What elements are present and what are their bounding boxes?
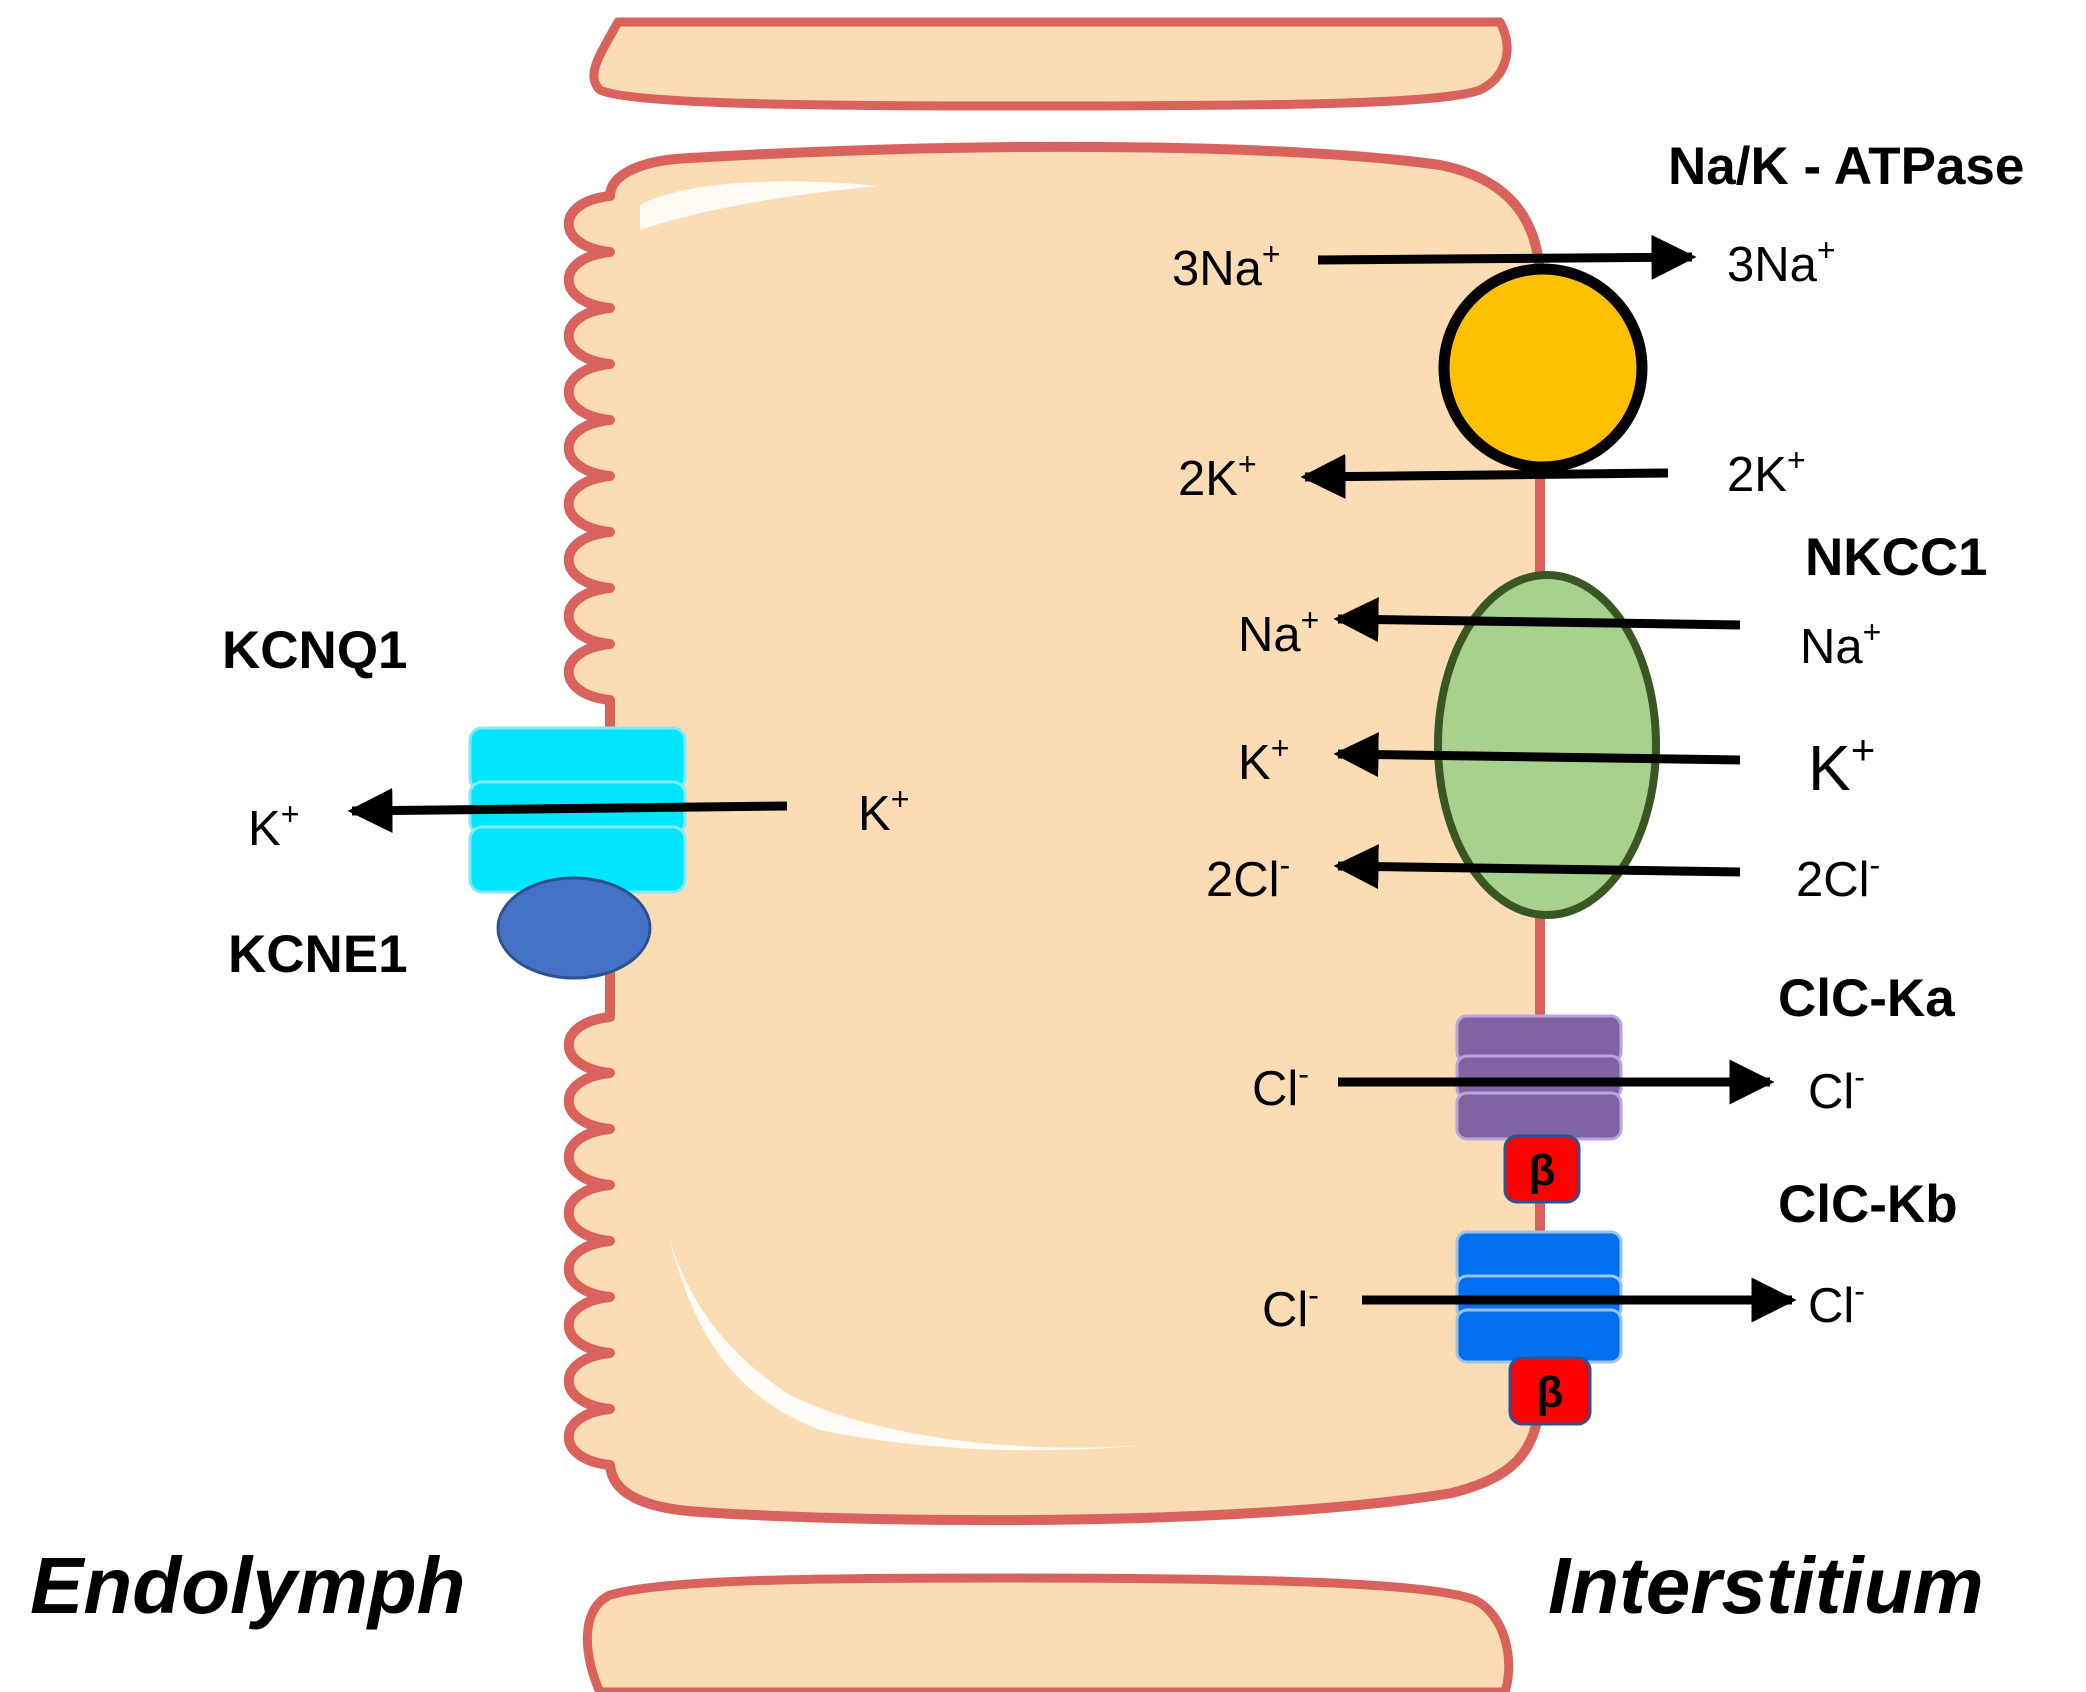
arrow-na-in bbox=[1333, 597, 1741, 643]
kcnq1-channel bbox=[468, 726, 687, 894]
ion-k-inside: K+ bbox=[1238, 730, 1289, 790]
kcne1-subunit bbox=[496, 876, 652, 980]
ion-na-outside: Na+ bbox=[1800, 614, 1881, 674]
ion-cl-inside-ka: Cl- bbox=[1252, 1056, 1309, 1116]
arrow-2k-in bbox=[1300, 454, 1669, 500]
nkcc1-cotransporter bbox=[1434, 571, 1660, 919]
clc-kb: β ClC-Kb Cl- Cl- bbox=[1262, 1175, 1958, 1426]
main-cell-body bbox=[563, 141, 1545, 1526]
ion-3na-outside: 3Na+ bbox=[1727, 232, 1836, 292]
ion-2cl-outside: 2Cl- bbox=[1796, 847, 1880, 907]
clc-ka: β ClC-Ka Cl- Cl- bbox=[1252, 969, 1955, 1204]
ion-na-inside: Na+ bbox=[1238, 602, 1319, 662]
neighbor-cell-bottom bbox=[582, 1573, 1514, 1692]
ion-cl-outside-ka: Cl- bbox=[1808, 1059, 1865, 1119]
ion-k-cell: K+ bbox=[858, 781, 909, 841]
arrow-k-secretion bbox=[347, 788, 788, 834]
kcne1-label: KCNE1 bbox=[228, 925, 408, 984]
clc-kb-beta-subunit bbox=[1508, 1356, 1592, 1426]
na-k-atpase-pump bbox=[1438, 263, 1648, 473]
ion-2k-outside: 2K+ bbox=[1727, 442, 1806, 502]
arrow-3na-out bbox=[1317, 234, 1697, 280]
kcnq1-label: KCNQ1 bbox=[222, 621, 408, 680]
arrow-k-in bbox=[1333, 732, 1741, 778]
clc-kb-beta-label: β bbox=[1537, 1368, 1564, 1417]
region-endolymph: Endolymph bbox=[30, 1541, 466, 1630]
neighbor-cell-top-body bbox=[589, 17, 1512, 111]
nkcc1-label: NKCC1 bbox=[1805, 528, 1988, 587]
ion-k-endolymph: K+ bbox=[248, 796, 299, 856]
neighbor-cell-top bbox=[589, 17, 1512, 111]
ion-k-outside: K+ bbox=[1808, 726, 1875, 804]
na-k-atpase: Na/K - ATPase 3Na+ 3Na+ 2K+ 2K+ bbox=[1172, 137, 2024, 506]
kcnq1-kcne1: KCNQ1 KCNE1 K+ K+ bbox=[222, 621, 909, 984]
clc-kb-label: ClC-Kb bbox=[1778, 1175, 1958, 1234]
ion-2cl-inside: 2Cl- bbox=[1206, 847, 1290, 907]
neighbor-cell-bottom-body bbox=[582, 1573, 1514, 1692]
ion-cl-outside-kb: Cl- bbox=[1808, 1273, 1865, 1333]
clc-ka-channel bbox=[1455, 1014, 1623, 1141]
nkcc1: NKCC1 Na+ Na+ K+ K+ 2Cl- 2Cl- bbox=[1206, 528, 1988, 919]
clc-ka-label: ClC-Ka bbox=[1778, 969, 1955, 1028]
clc-ka-beta-subunit bbox=[1503, 1134, 1581, 1204]
arrow-2cl-in bbox=[1333, 844, 1741, 890]
region-interstitium: Interstitium bbox=[1548, 1541, 1984, 1630]
ion-cl-inside-kb: Cl- bbox=[1262, 1277, 1319, 1337]
clc-ka-beta-label: β bbox=[1529, 1146, 1556, 1195]
ion-2k-inside: 2K+ bbox=[1178, 446, 1257, 506]
cell-highlight-top bbox=[640, 181, 880, 230]
na-k-atpase-label: Na/K - ATPase bbox=[1668, 137, 2024, 196]
ion-3na-inside: 3Na+ bbox=[1172, 236, 1281, 296]
main-cell bbox=[563, 141, 1545, 1526]
